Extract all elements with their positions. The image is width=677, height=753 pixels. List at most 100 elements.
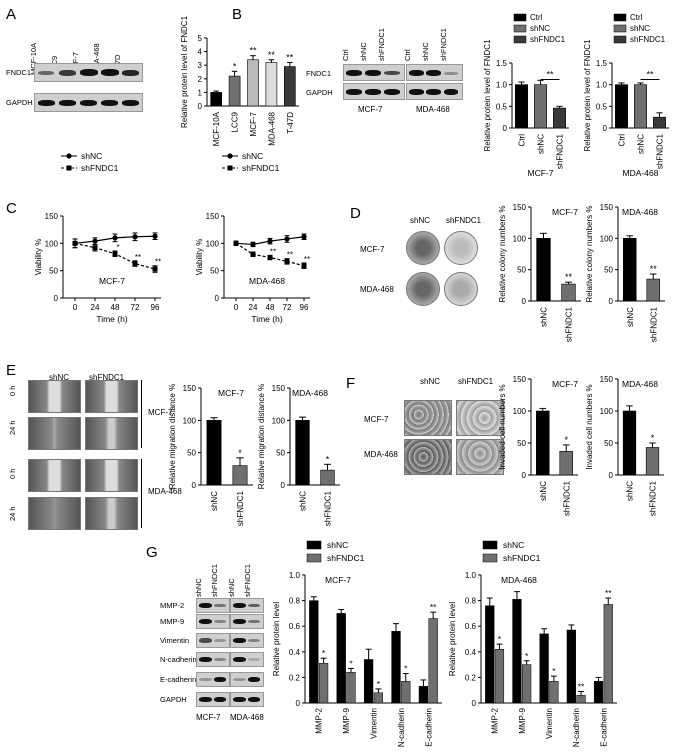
group-label-mda468: MDA-468 bbox=[148, 487, 182, 496]
x-tick-label: 0 bbox=[234, 303, 239, 312]
legend-label: shNC bbox=[530, 24, 550, 33]
legend-swatch bbox=[613, 24, 627, 33]
bar bbox=[309, 600, 319, 704]
y-tick-label: 100 bbox=[45, 239, 59, 248]
x-tick-label: shNC bbox=[537, 134, 546, 154]
chart-title: MDA-468 bbox=[292, 388, 328, 398]
y-tick-label: 150 bbox=[600, 375, 614, 384]
legend-swatch bbox=[613, 35, 627, 44]
y-tick-label: 50 bbox=[604, 266, 613, 275]
x-tick-label: shNC bbox=[299, 491, 308, 511]
data-point bbox=[301, 263, 307, 269]
significance-marker: ** bbox=[270, 247, 276, 256]
legend-label: shNC bbox=[242, 151, 263, 161]
y-tick-label: 100 bbox=[183, 416, 197, 425]
legend-label: shFNDC1 bbox=[327, 553, 365, 563]
y-tick-label: 2 bbox=[198, 75, 203, 84]
bar bbox=[534, 84, 547, 129]
bar bbox=[622, 238, 637, 302]
significance-marker: * bbox=[498, 634, 502, 644]
x-tick-label: 24 bbox=[249, 303, 258, 312]
panel-letter-f: F bbox=[346, 375, 356, 392]
y-tick-label: 0.4 bbox=[289, 648, 301, 657]
invasion-image bbox=[456, 439, 504, 475]
x-tick-label: N-cadherin bbox=[397, 708, 406, 747]
wound-image bbox=[85, 497, 138, 530]
y-tick-label: 50 bbox=[604, 439, 613, 448]
x-tick-label: T-47D bbox=[286, 112, 295, 134]
invasion-image bbox=[404, 400, 452, 436]
panel-letter-d: D bbox=[350, 205, 361, 222]
blot-strip bbox=[230, 672, 264, 687]
y-tick-label: 5 bbox=[198, 34, 203, 43]
x-tick-label: MMP-9 bbox=[342, 707, 351, 733]
significance-marker: * bbox=[377, 679, 381, 689]
x-tick-label: shNC bbox=[540, 307, 549, 327]
x-tick-label: 72 bbox=[283, 303, 292, 312]
bar bbox=[536, 238, 551, 302]
data-point bbox=[152, 233, 158, 239]
bar bbox=[515, 84, 528, 129]
y-axis-label: Relative protein level bbox=[448, 602, 457, 676]
chart-title: MCF-7 bbox=[552, 379, 578, 389]
legend-label: Ctrl bbox=[530, 13, 543, 22]
significance-marker: ** bbox=[565, 272, 573, 282]
row-label: MMP-9 bbox=[160, 617, 185, 626]
row-label-mda468: MDA-468 bbox=[364, 450, 398, 459]
significance-marker: * bbox=[349, 658, 353, 668]
invasion-image bbox=[404, 439, 452, 475]
y-tick-label: 0 bbox=[198, 102, 203, 111]
y-tick-label: 0.4 bbox=[465, 648, 477, 657]
col-label-shnc: shNC bbox=[49, 373, 70, 382]
y-tick-label: 0.8 bbox=[289, 597, 301, 606]
x-tick-label: LCC9 bbox=[231, 111, 240, 132]
bar bbox=[373, 692, 384, 704]
row-label-fndc1: FNDC1 bbox=[6, 68, 32, 77]
y-tick-label: 0 bbox=[192, 481, 197, 490]
legend-marker bbox=[66, 165, 72, 171]
col-label-shfndc1: shFNDC1 bbox=[446, 216, 482, 225]
significance-marker: ** bbox=[286, 52, 294, 62]
y-tick-label: 0 bbox=[603, 124, 608, 133]
x-tick-label: E-cadherin bbox=[599, 708, 608, 747]
data-point bbox=[92, 238, 98, 244]
y-axis-label: Viability % bbox=[195, 239, 204, 276]
legend-label: shFNDC1 bbox=[81, 163, 119, 173]
colony-well bbox=[406, 231, 440, 265]
bar bbox=[210, 92, 223, 107]
x-tick-label: N-cadherin bbox=[572, 708, 581, 747]
y-tick-label: 100 bbox=[600, 407, 614, 416]
col-label-shfndc1: shFNDC1 bbox=[89, 373, 125, 382]
y-tick-label: 50 bbox=[517, 439, 526, 448]
x-tick-label: Ctrl bbox=[618, 134, 627, 147]
row-label-gapdh: GAPDH bbox=[6, 98, 33, 107]
data-point bbox=[132, 261, 138, 267]
y-tick-label: 1.0 bbox=[596, 81, 608, 90]
bar bbox=[206, 420, 222, 486]
colony-well bbox=[444, 231, 478, 265]
bar bbox=[363, 659, 374, 704]
colony-well bbox=[406, 272, 440, 306]
y-axis-label: Relative migration distance % bbox=[168, 384, 177, 489]
chart-title: MDA-468 bbox=[501, 575, 537, 585]
data-point bbox=[250, 251, 256, 257]
significance-marker: * bbox=[651, 433, 655, 443]
significance-marker: * bbox=[404, 664, 408, 674]
x-tick-label: MMP-2 bbox=[315, 707, 324, 733]
y-tick-label: 1.0 bbox=[289, 571, 301, 580]
bar bbox=[603, 604, 613, 704]
blot-strip bbox=[196, 598, 230, 613]
cell-label-mda468: MDA-468 bbox=[416, 105, 450, 114]
legend-label: shFNDC1 bbox=[503, 553, 541, 563]
bar bbox=[549, 680, 559, 704]
x-tick-label: shFNDC1 bbox=[562, 480, 571, 516]
x-tick-label: MCF-7 bbox=[249, 111, 258, 136]
y-tick-label: 4 bbox=[198, 48, 203, 57]
significance-marker: * bbox=[322, 648, 326, 658]
col-label-shfndc1: shFNDC1 bbox=[458, 377, 494, 386]
bar bbox=[428, 618, 438, 704]
y-tick-label: 0 bbox=[609, 297, 614, 306]
y-tick-label: 150 bbox=[513, 375, 527, 384]
bar bbox=[295, 420, 310, 486]
x-tick-label: 72 bbox=[131, 303, 140, 312]
